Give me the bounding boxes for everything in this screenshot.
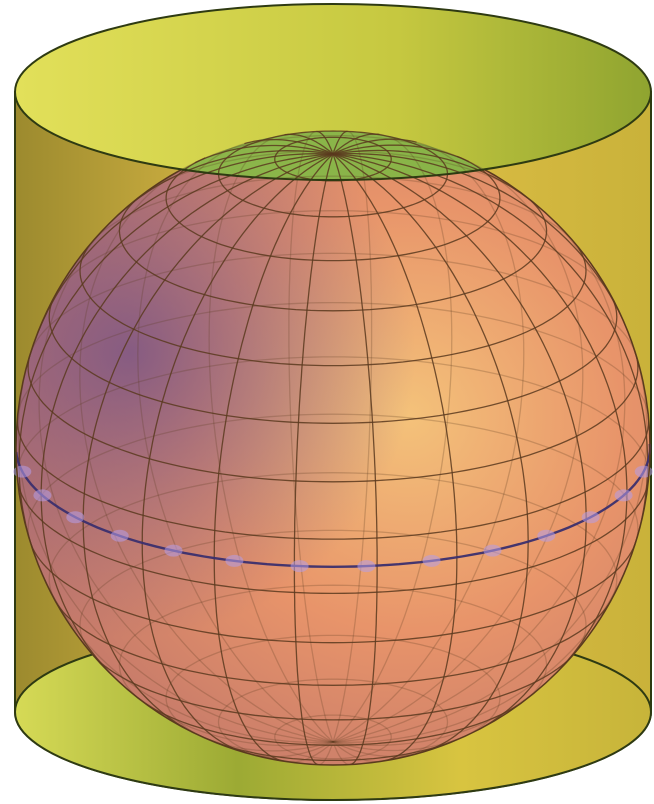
equator-glow-spot: [582, 511, 600, 523]
equator-glow-spot: [537, 530, 555, 542]
equator-glow-spot: [615, 489, 633, 501]
equator-glow-spot: [225, 555, 243, 567]
equator-glow-spot: [484, 545, 502, 557]
equator-glow-spot: [291, 560, 309, 572]
equator-glow-spot: [423, 555, 441, 567]
equator-glow-spot: [357, 560, 375, 572]
equator-glow-spot: [66, 511, 84, 523]
equator-glow-spot: [165, 545, 183, 557]
equator-glow-spot: [33, 489, 51, 501]
sphere: [13, 131, 652, 765]
equator-glow-spot: [111, 530, 129, 542]
